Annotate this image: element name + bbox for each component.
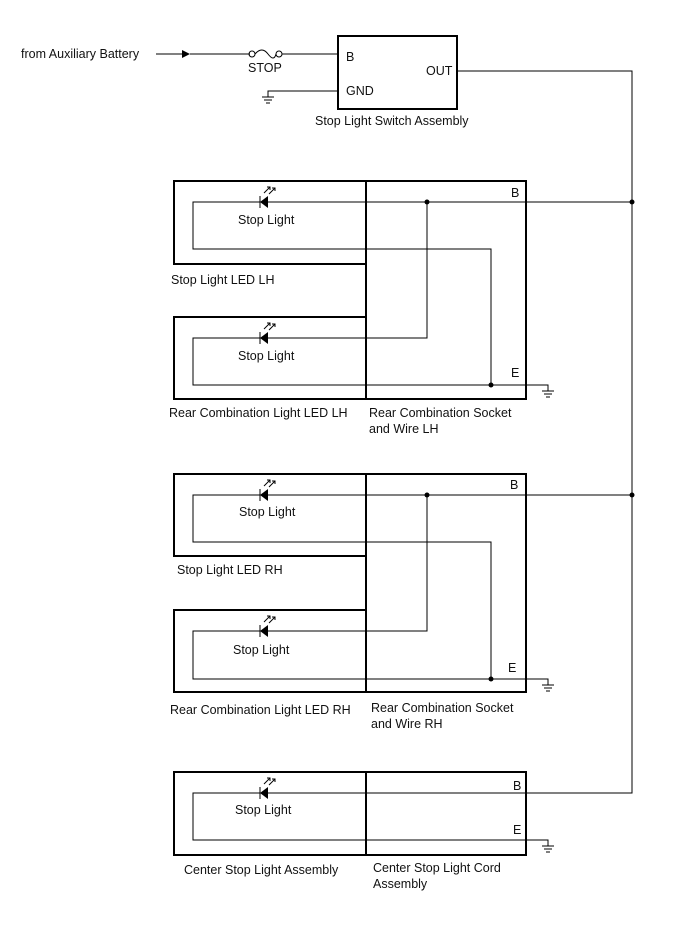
rh-group: Stop Light Stop Light B E Stop Light LED… — [170, 473, 632, 731]
center-assembly-name: Center Stop Light Assembly — [184, 863, 339, 877]
stop-light-switch-assembly: B GND OUT Stop Light Switch Assembly — [261, 35, 469, 128]
pin-b-label: B — [513, 779, 521, 793]
pin-e-label: E — [508, 661, 516, 675]
switch-pin-out: OUT — [426, 64, 453, 78]
ground-icon — [261, 96, 275, 104]
fuse-label: STOP — [248, 61, 282, 75]
pin-e-label: E — [513, 823, 521, 837]
socket-lh-name-2: and Wire LH — [369, 422, 438, 436]
socket-lh-name: Rear Combination Socket — [369, 406, 512, 420]
lamp-label: Stop Light — [238, 349, 295, 363]
socket-rh-name-2: and Wire RH — [371, 717, 443, 731]
ground-icon — [541, 390, 555, 398]
center-cord-name: Center Stop Light Cord — [373, 861, 501, 875]
stop-led-lh-name: Stop Light LED LH — [171, 273, 275, 287]
switch-pin-gnd: GND — [346, 84, 374, 98]
source-label: from Auxiliary Battery — [21, 47, 140, 61]
lh-group: Stop Light Stop Light B E Stop Light LED… — [169, 180, 632, 436]
lamp-label: Stop Light — [238, 213, 295, 227]
led-icon — [259, 479, 276, 502]
arrow-icon — [182, 50, 190, 58]
stop-fuse: STOP — [248, 49, 338, 75]
lamp-label: Stop Light — [235, 803, 292, 817]
switch-pin-b: B — [346, 50, 354, 64]
rear-led-rh-name: Rear Combination Light LED RH — [170, 703, 351, 717]
rear-led-lh-name: Rear Combination Light LED LH — [169, 406, 348, 420]
center-group: Stop Light B E Center Stop Light Assembl… — [173, 771, 555, 891]
center-cord-name-2: Assembly — [373, 877, 428, 891]
switch-box — [337, 35, 458, 110]
lamp-label: Stop Light — [239, 505, 296, 519]
lamp-label: Stop Light — [233, 643, 290, 657]
battery-source: from Auxiliary Battery — [21, 47, 250, 61]
led-icon — [259, 615, 276, 638]
led-icon — [259, 186, 276, 209]
pin-b-label: B — [511, 186, 519, 200]
out-bus-wire — [457, 70, 633, 794]
switch-name: Stop Light Switch Assembly — [315, 114, 469, 128]
ground-icon — [541, 845, 555, 853]
led-icon — [259, 777, 276, 800]
socket-rh-name: Rear Combination Socket — [371, 701, 514, 715]
stop-led-rh-name: Stop Light LED RH — [177, 563, 283, 577]
led-icon — [259, 322, 276, 345]
ground-icon — [541, 684, 555, 692]
pin-e-label: E — [511, 366, 519, 380]
pin-b-label: B — [510, 478, 518, 492]
